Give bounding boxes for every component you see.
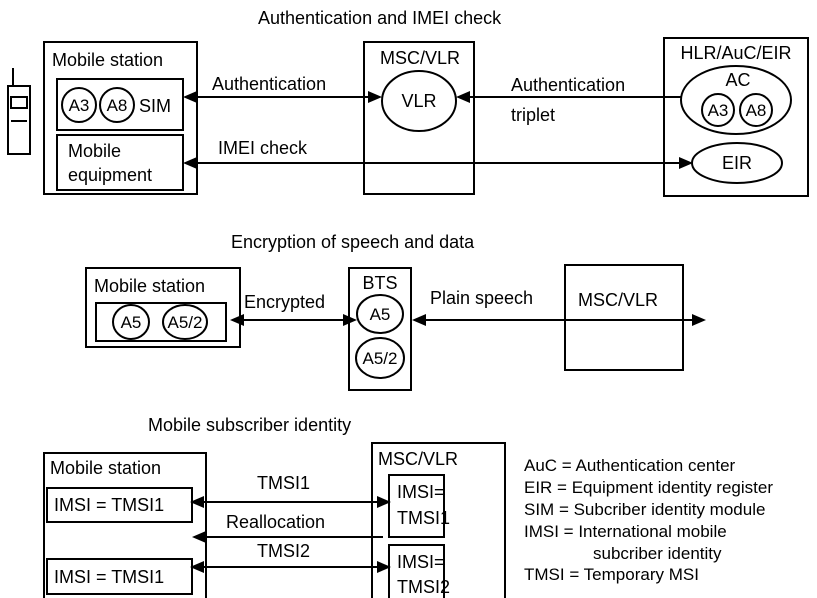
abbreviation-legend: AuC = Authentication center EIR = Equipm… [524, 456, 773, 584]
legend-imsi-cont: subcriber identity [593, 544, 722, 563]
plain-speech-arrow [412, 314, 706, 326]
encryption-section-title: Encryption of speech and data [231, 232, 475, 252]
id-mobile-station-box [43, 452, 207, 598]
vlr-tmsi1-box [388, 474, 445, 538]
id-mobile-station-title: Mobile station [50, 458, 161, 478]
tmsi2-label: TMSI2 [257, 541, 310, 561]
mobile-equipment-line2: equipment [68, 165, 152, 185]
mobile-equipment-box [56, 134, 184, 191]
authentication-triplet-arrow [456, 91, 681, 103]
sim-a8-label: A8 [107, 96, 128, 115]
tmsi2-arrow [190, 561, 391, 573]
hlr-auc-eir-title: HLR/AuC/EIR [680, 43, 791, 63]
ms-a5-circle [112, 304, 150, 340]
ms-imsi-row2-box [46, 558, 193, 595]
imei-check-arrow [183, 157, 693, 169]
legend-sim: SIM = Subcriber identity module [524, 500, 765, 519]
vlr-ellipse [381, 70, 457, 132]
enc-mobile-station-box [85, 267, 241, 348]
triplet-label-line1: Authentication [511, 75, 625, 95]
plain-speech-label: Plain speech [430, 288, 533, 308]
ac-a8-circle [739, 93, 773, 127]
sim-a3-circle [61, 87, 97, 123]
enc-msc-vlr-title: MSC/VLR [578, 290, 658, 310]
imei-check-label: IMEI check [218, 138, 308, 158]
triplet-label-line2: triplet [511, 105, 555, 125]
reallocation-arrow [192, 531, 383, 543]
legend-eir: EIR = Equipment identity register [524, 478, 773, 497]
ms-imsi-row2: IMSI = TMSI1 [54, 567, 164, 587]
vlr-tmsi2-line2: TMSI2 [397, 577, 450, 597]
mobile-phone-icon [7, 68, 31, 155]
bts-a52-circle [355, 337, 405, 379]
mobile-equipment-line1: Mobile [68, 141, 121, 161]
enc-msc-vlr-box [564, 264, 684, 371]
encrypted-label: Encrypted [244, 292, 325, 312]
auth-mobile-station-box [43, 41, 198, 195]
sim-a8-circle [99, 87, 135, 123]
ac-label: AC [725, 70, 750, 90]
ms-a52-circle [162, 304, 208, 340]
encrypted-arrow [230, 314, 357, 326]
vlr-tmsi2-box [388, 544, 445, 598]
sim-a3-label: A3 [69, 96, 90, 115]
ac-a3-circle [701, 93, 735, 127]
bts-a52-label: A5/2 [363, 349, 398, 368]
ms-a5-label: A5 [121, 313, 142, 332]
sim-box [56, 78, 184, 131]
sim-label: SIM [139, 96, 171, 116]
ac-a3-label: A3 [708, 101, 729, 120]
ms-a52-label: A5/2 [168, 313, 203, 332]
hlr-auc-eir-box [663, 37, 809, 197]
ac-ellipse [680, 65, 792, 135]
enc-algorithms-box [95, 302, 227, 342]
auth-section-title: Authentication and IMEI check [258, 8, 502, 28]
id-msc-vlr-box [371, 442, 506, 598]
legend-tmsi: TMSI = Temporary MSI [524, 565, 699, 584]
bts-title: BTS [362, 273, 397, 293]
bts-box [348, 267, 412, 391]
ms-imsi-row1: IMSI = TMSI1 [54, 495, 164, 515]
vlr-tmsi1-line1: IMSI= [397, 482, 445, 502]
tmsi1-label: TMSI1 [257, 473, 310, 493]
bts-a5-circle [356, 294, 404, 334]
id-msc-vlr-title: MSC/VLR [378, 449, 458, 469]
auth-mobile-station-title: Mobile station [52, 50, 163, 70]
eir-label: EIR [722, 153, 752, 173]
ms-imsi-row1-box [46, 487, 193, 523]
vlr-label: VLR [401, 91, 436, 111]
bts-a5-label: A5 [370, 305, 391, 324]
tmsi1-arrow [190, 496, 391, 508]
authentication-arrow [183, 91, 382, 103]
identity-section-title: Mobile subscriber identity [148, 415, 351, 435]
authentication-arrow-label: Authentication [212, 74, 326, 94]
reallocation-label: Reallocation [226, 512, 325, 532]
auth-msc-vlr-box [363, 41, 475, 195]
ac-a8-label: A8 [746, 101, 767, 120]
auth-msc-vlr-title: MSC/VLR [380, 48, 460, 68]
legend-imsi: IMSI = International mobile [524, 522, 727, 541]
enc-mobile-station-title: Mobile station [94, 276, 205, 296]
vlr-tmsi1-line2: TMSI1 [397, 508, 450, 528]
legend-auc: AuC = Authentication center [524, 456, 736, 475]
vlr-tmsi2-line1: IMSI= [397, 552, 445, 572]
